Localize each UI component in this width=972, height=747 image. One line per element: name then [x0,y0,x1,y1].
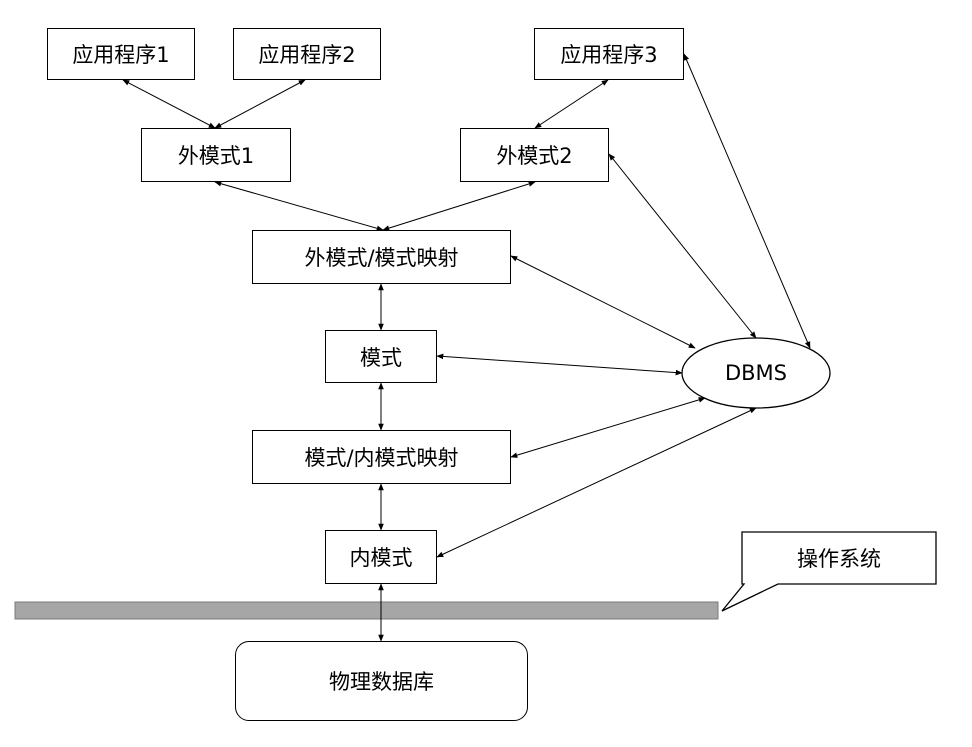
arrow-extmap-dbms [510,255,696,349]
arrow-ext2-dbms [608,153,757,339]
arrow-ext2-extmap [382,181,536,231]
internal-mapping-box: 模式/内模式映射 [252,430,511,484]
schema-label: 模式 [360,345,402,370]
arrow-ext1-extmap [214,181,384,231]
app2-box: 应用程序2 [233,28,381,80]
internal-schema-label: 内模式 [349,546,413,570]
dbms-label: DBMS [724,361,788,385]
app3-box: 应用程序3 [534,28,684,80]
app1-label: 应用程序1 [72,43,170,67]
arrow-app1-ext1 [122,79,216,129]
external-mapping-box: 外模式/模式映射 [252,230,511,284]
app3-label: 应用程序3 [560,43,658,67]
schema-box: 模式 [325,330,437,383]
os-callout-shape [721,531,937,612]
arrow-app3-dbms [683,53,811,349]
os-callout-label-wrap: 操作系统 [742,532,936,584]
internal-schema-box: 内模式 [325,530,437,584]
external-schema-1-box: 外模式1 [141,128,291,182]
arrow-internal-dbms [436,407,757,558]
arrow-app3-ext2 [534,79,609,129]
app2-label: 应用程序2 [258,43,356,67]
external-schema-2-box: 外模式2 [460,128,609,182]
os-callout-label: 操作系统 [797,547,881,571]
physical-database-box: 物理数据库 [235,641,528,721]
physical-database-label: 物理数据库 [329,670,434,694]
arrow-intmap-dbms [510,397,706,458]
os-bar [14,601,719,620]
internal-mapping-label: 模式/内模式映射 [304,446,459,470]
arrow-app2-ext1 [214,79,306,129]
app1-box: 应用程序1 [47,28,195,80]
dbms-label-wrap: DBMS [682,338,830,408]
external-mapping-label: 外模式/模式映射 [304,246,459,270]
external-schema-2-label: 外模式2 [496,144,573,168]
arrow-schema-dbms [436,353,683,376]
external-schema-1-label: 外模式1 [177,144,255,168]
